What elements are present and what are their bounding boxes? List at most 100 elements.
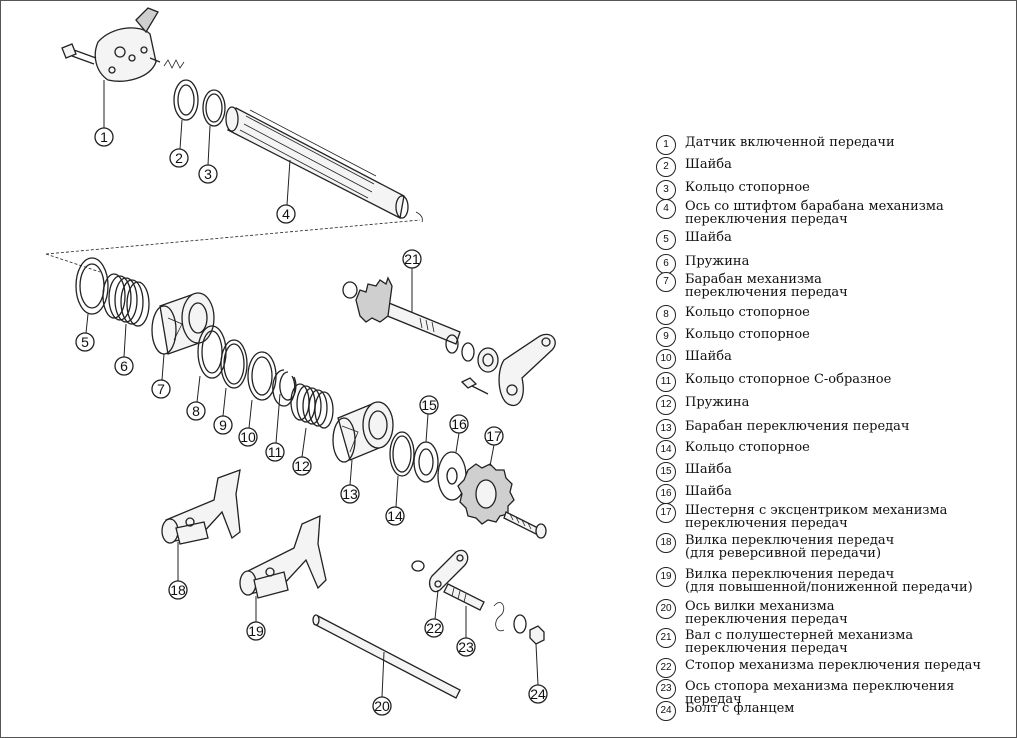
legend-number: 5: [656, 230, 676, 250]
svg-text:18: 18: [170, 582, 186, 598]
svg-text:19: 19: [248, 623, 264, 639]
part-3-ring: [202, 89, 226, 127]
legend-item-23: 23 Ось стопора механизма переключения пер…: [656, 679, 1011, 707]
callout-20: 20: [372, 651, 392, 716]
svg-text:2: 2: [175, 150, 183, 166]
legend-number: 24: [656, 701, 676, 721]
legend-label: Ось со штифтом барабана механизма перекл…: [685, 199, 944, 227]
legend-number: 22: [656, 658, 676, 678]
svg-text:1: 1: [100, 129, 108, 145]
svg-text:22: 22: [426, 620, 442, 636]
legend-number: 6: [656, 254, 676, 274]
legend-label: Стопор механизма переключения передач: [685, 658, 981, 673]
callout-9: 9: [213, 387, 233, 435]
legend-item-18: 18 Вилка переключения передач (для реверс…: [656, 533, 895, 561]
svg-text:15: 15: [421, 397, 437, 413]
callout-3: 3: [198, 125, 218, 184]
legend-label: Болт с фланцем: [685, 701, 795, 716]
legend-item-3: 3 Кольцо стопорное: [656, 180, 810, 200]
legend-label: Ось стопора механизма переключения перед…: [685, 679, 955, 707]
legend-label: Кольцо стопорное С-образное: [685, 372, 892, 387]
legend-label: Шайба: [685, 462, 732, 477]
callout-7: 7: [151, 353, 171, 399]
legend-item-21: 21 Вал с полушестерней механизма переключ…: [656, 628, 914, 656]
legend-number: 13: [656, 419, 676, 439]
svg-text:20: 20: [374, 698, 390, 714]
callout-16: 16: [449, 414, 469, 453]
callout-15: 15: [419, 395, 439, 443]
part-4-shaft: [225, 106, 423, 223]
legend-label: Кольцо стопорное: [685, 180, 810, 195]
legend-item-11: 11 Кольцо стопорное С-образное: [656, 372, 892, 392]
svg-text:13: 13: [342, 486, 358, 502]
legend-label: Кольцо стопорное: [685, 440, 810, 455]
legend-label: Вал с полушестерней механизма переключен…: [685, 628, 914, 656]
legend-label: Вилка переключения передач (для повышенн…: [685, 567, 973, 595]
legend-number: 20: [656, 599, 676, 619]
legend-number: 18: [656, 533, 676, 553]
legend-item-14: 14 Кольцо стопорное: [656, 440, 810, 460]
legend-number: 23: [656, 679, 676, 699]
part-19-fork: [239, 514, 327, 599]
legend-item-13: 13 Барабан переключения передач: [656, 419, 910, 439]
callout-1: 1: [94, 80, 114, 147]
part-23-pin: [443, 583, 545, 645]
callout-21: 21: [402, 249, 422, 312]
legend-item-24: 24 Болт с фланцем: [656, 701, 795, 721]
legend-number: 9: [656, 327, 676, 347]
part-13-shift-drum: [332, 401, 394, 463]
part-17-cam-gear: [457, 463, 547, 539]
callout-10: 10: [238, 399, 258, 447]
legend-label: Вилка переключения передач (для реверсив…: [685, 533, 895, 561]
svg-text:23: 23: [458, 639, 474, 655]
parts-14-16-washers: [389, 431, 467, 501]
part-6-spring: [102, 273, 150, 327]
legend-number: 3: [656, 180, 676, 200]
legend-number: 17: [656, 503, 676, 523]
svg-text:11: 11: [268, 444, 283, 460]
legend-number: 2: [656, 157, 676, 177]
svg-text:14: 14: [387, 508, 403, 524]
legend-number: 11: [656, 372, 676, 392]
svg-text:24: 24: [530, 686, 546, 702]
legend-number: 21: [656, 628, 676, 648]
part-21-shaft: [342, 276, 556, 406]
svg-text:5: 5: [81, 334, 89, 350]
legend-number: 15: [656, 462, 676, 482]
svg-text:10: 10: [240, 429, 256, 445]
legend-label: Шайба: [685, 157, 732, 172]
callout-4: 4: [276, 159, 296, 224]
part-12-spring: [290, 383, 334, 429]
part-18-fork: [161, 469, 241, 545]
legend-number: 14: [656, 440, 676, 460]
svg-text:21: 21: [404, 251, 420, 267]
svg-text:4: 4: [282, 206, 290, 222]
legend-label: Кольцо стопорное: [685, 305, 810, 320]
legend-label: Барабан переключения передач: [685, 419, 910, 434]
legend-label: Датчик включенной передачи: [685, 135, 895, 150]
svg-text:7: 7: [157, 381, 165, 397]
part-2-washer: [173, 79, 199, 121]
callout-18: 18: [168, 542, 188, 600]
part-20-rod: [312, 614, 461, 699]
svg-text:3: 3: [204, 166, 212, 182]
legend-number: 16: [656, 484, 676, 504]
legend-label: Пружина: [685, 395, 750, 410]
part-1-sensor: [61, 7, 185, 82]
part-5-washer: [75, 257, 109, 315]
callout-11: 11: [265, 393, 285, 462]
legend-number: 10: [656, 349, 676, 369]
callout-19: 19: [246, 596, 266, 641]
callout-23: 23: [456, 606, 476, 657]
